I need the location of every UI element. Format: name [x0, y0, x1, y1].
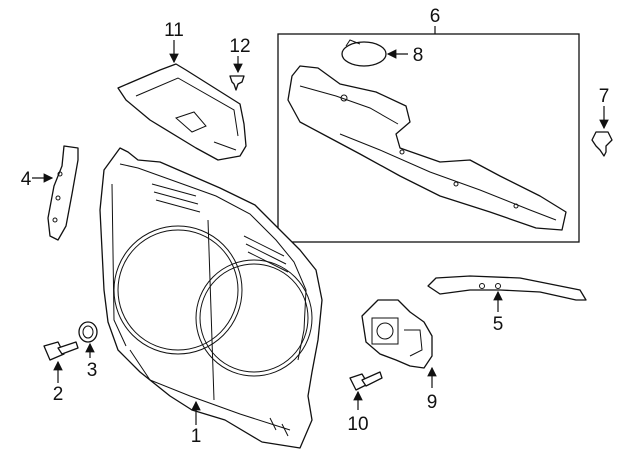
callout-9: 9 — [427, 392, 438, 413]
callout-6: 6 — [430, 6, 441, 27]
side-bracket[interactable] — [47, 145, 79, 241]
callout-7: 7 — [599, 86, 610, 107]
callout-8: 8 — [413, 45, 424, 66]
radiator-core-support[interactable] — [99, 147, 323, 449]
callout-1: 1 — [191, 426, 202, 447]
callout-11: 11 — [164, 20, 184, 41]
callout-4: 4 — [21, 169, 32, 190]
callout-5: 5 — [493, 314, 504, 335]
upper-shroud-panel[interactable] — [117, 63, 247, 161]
callout-2: 2 — [53, 384, 64, 405]
grommet[interactable] — [78, 321, 98, 343]
callout-10: 10 — [347, 414, 368, 435]
hood-lock-assembly[interactable] — [361, 299, 433, 369]
fan-opening-left — [113, 225, 243, 355]
cross-member-bracket[interactable] — [427, 275, 587, 301]
callout-12: 12 — [229, 36, 250, 57]
push-clip[interactable] — [229, 75, 245, 91]
round-cap[interactable] — [341, 39, 387, 67]
fan-opening-right — [195, 259, 313, 377]
group-box-6 — [277, 33, 580, 243]
hex-bolt-right[interactable] — [349, 371, 383, 391]
hex-bolt-left[interactable] — [43, 341, 79, 361]
retainer-clip[interactable] — [591, 131, 613, 157]
callout-3: 3 — [87, 360, 98, 381]
air-guide-cover[interactable] — [287, 65, 567, 231]
